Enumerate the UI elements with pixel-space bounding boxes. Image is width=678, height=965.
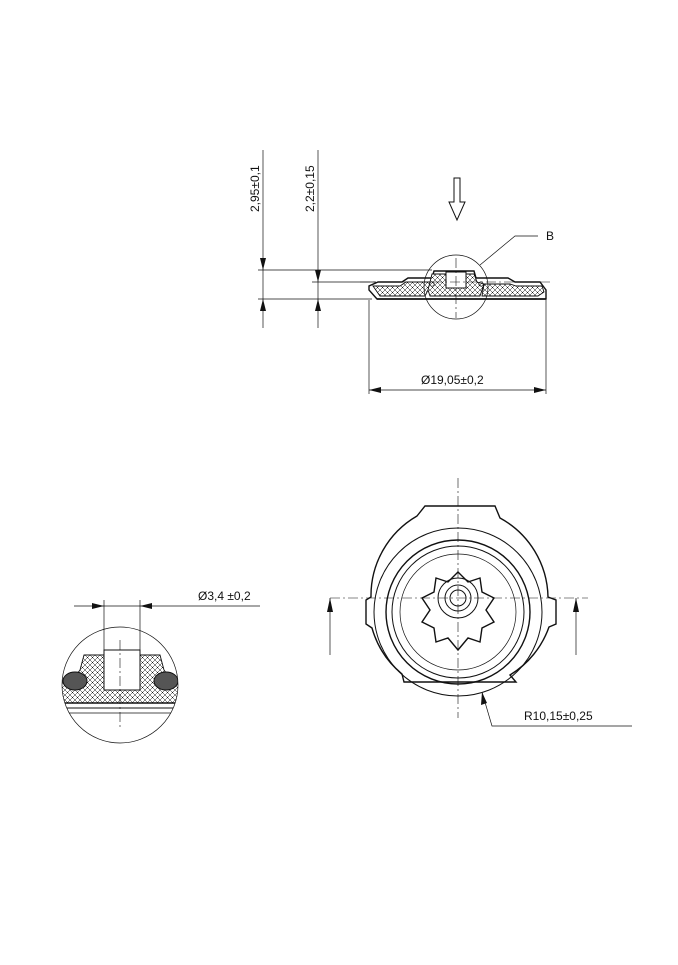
detail-b-view: Ø3,4 ±0,2 [61, 589, 260, 744]
section-view: B [360, 177, 554, 320]
dim-total-height: 2,95±0,1 [248, 165, 262, 212]
detail-seal-right [153, 671, 178, 691]
dim-inner-height: 2,2±0,15 [303, 165, 317, 212]
diameter-dimension: Ø19,05±0,2 [368, 300, 547, 394]
detail-b-frame [61, 626, 179, 744]
section-hatch-right [481, 283, 545, 297]
detail-b-leader [479, 235, 538, 266]
view-direction-arrow [448, 177, 466, 222]
section-hatch-left [372, 281, 433, 297]
detail-seal-left [62, 671, 88, 691]
detail-bore [103, 649, 141, 691]
height-dimensions: 2,95±0,1 2,2±0,15 [248, 150, 432, 328]
plan-outer-rim [365, 505, 557, 683]
dim-radius: R10,15±0,25 [524, 709, 593, 723]
plan-view: R10,15±0,25 [327, 478, 632, 727]
dim-bore-diameter: Ø3,4 ±0,2 [198, 589, 251, 603]
dim-outer-diameter: Ø19,05±0,2 [421, 373, 484, 387]
detail-b-circle [423, 254, 489, 320]
detail-b-label: B [546, 229, 554, 243]
